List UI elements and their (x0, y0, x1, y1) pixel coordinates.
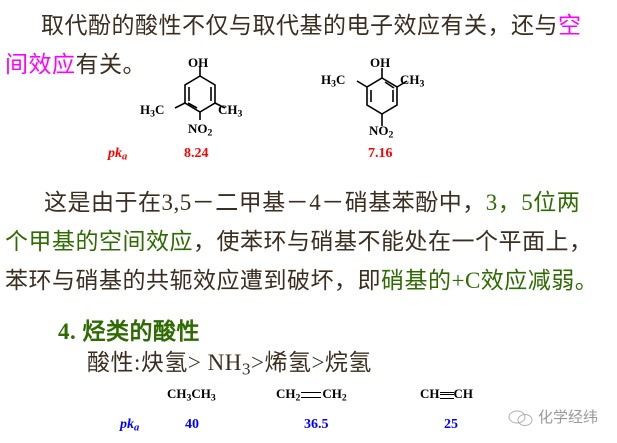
explanation-text-2: ，使苯环与硝基不能处在一个平面上， (193, 229, 593, 254)
explanation-highlight-3: 硝基的+C效应减弱。 (381, 268, 599, 293)
mol2-nitro: NO2 (369, 123, 394, 141)
mol2-right-methyl: CH3 (400, 72, 425, 90)
ethene-pka: 36.5 (304, 417, 329, 432)
acidity-order: 酸性:炔氢> NH3>烯氢>烷氢 (87, 350, 372, 379)
intro-highlight-2: 间效应 (5, 52, 76, 77)
explanation-highlight-2: 个甲基的空间效应 (5, 229, 193, 254)
ethane-pka: 40 (185, 417, 199, 432)
explanation-line-1: 这是由于在3,5－二甲基－4－硝基苯酚中，3，5位两 (44, 183, 580, 217)
mol1-left-methyl: H3C (140, 102, 165, 120)
explanation-highlight: 3，5位两 (485, 190, 581, 215)
ethane-formula: CH3CH3 (167, 386, 216, 404)
intro-line-2: 间效应有关。 (5, 45, 146, 79)
ethyne-pka: 25 (444, 417, 458, 432)
wechat-icon (508, 410, 533, 427)
intro-text: 取代酚的酸性不仅与取代基的电子效应有关，还与 (41, 13, 558, 38)
mol1-pka-label: pka (108, 146, 128, 163)
benzene-ring-icon (174, 66, 226, 120)
explanation-line-3: 苯环与硝基的共轭效应遭到破坏，即硝基的+C效应减弱。 (5, 261, 598, 295)
explanation-text-3: 苯环与硝基的共轭效应遭到破坏，即 (5, 268, 381, 293)
explanation-line-2: 个甲基的空间效应，使苯环与硝基不能处在一个平面上， (5, 222, 593, 256)
intro-highlight: 空 (558, 13, 582, 38)
mol1-right-methyl: CH3 (218, 102, 243, 120)
mol1-nitro: NO2 (188, 121, 213, 139)
benzene-ring-icon (356, 68, 408, 126)
mol2-oh: OH (370, 55, 391, 70)
mol2-left-methyl: H3C (321, 72, 346, 90)
mol1-pka-value: 8.24 (184, 146, 209, 161)
mol1-oh: OH (188, 55, 209, 70)
intro-line-1: 取代酚的酸性不仅与取代基的电子效应有关，还与空 (41, 6, 582, 40)
hydrocarbon-pka-label: pka (120, 417, 140, 434)
explanation-text: 这是由于在3,5－二甲基－4－硝基苯酚中， (44, 190, 486, 215)
intro-text-2: 有关。 (75, 52, 146, 77)
section-heading: 4. 烃类的酸性 (58, 319, 200, 344)
watermark: 化学经纬 (508, 406, 598, 427)
mol2-pka-value: 7.16 (368, 146, 393, 161)
triple-bond-icon (439, 391, 454, 399)
double-bond-icon (301, 392, 322, 399)
watermark-text: 化学经纬 (538, 408, 599, 426)
